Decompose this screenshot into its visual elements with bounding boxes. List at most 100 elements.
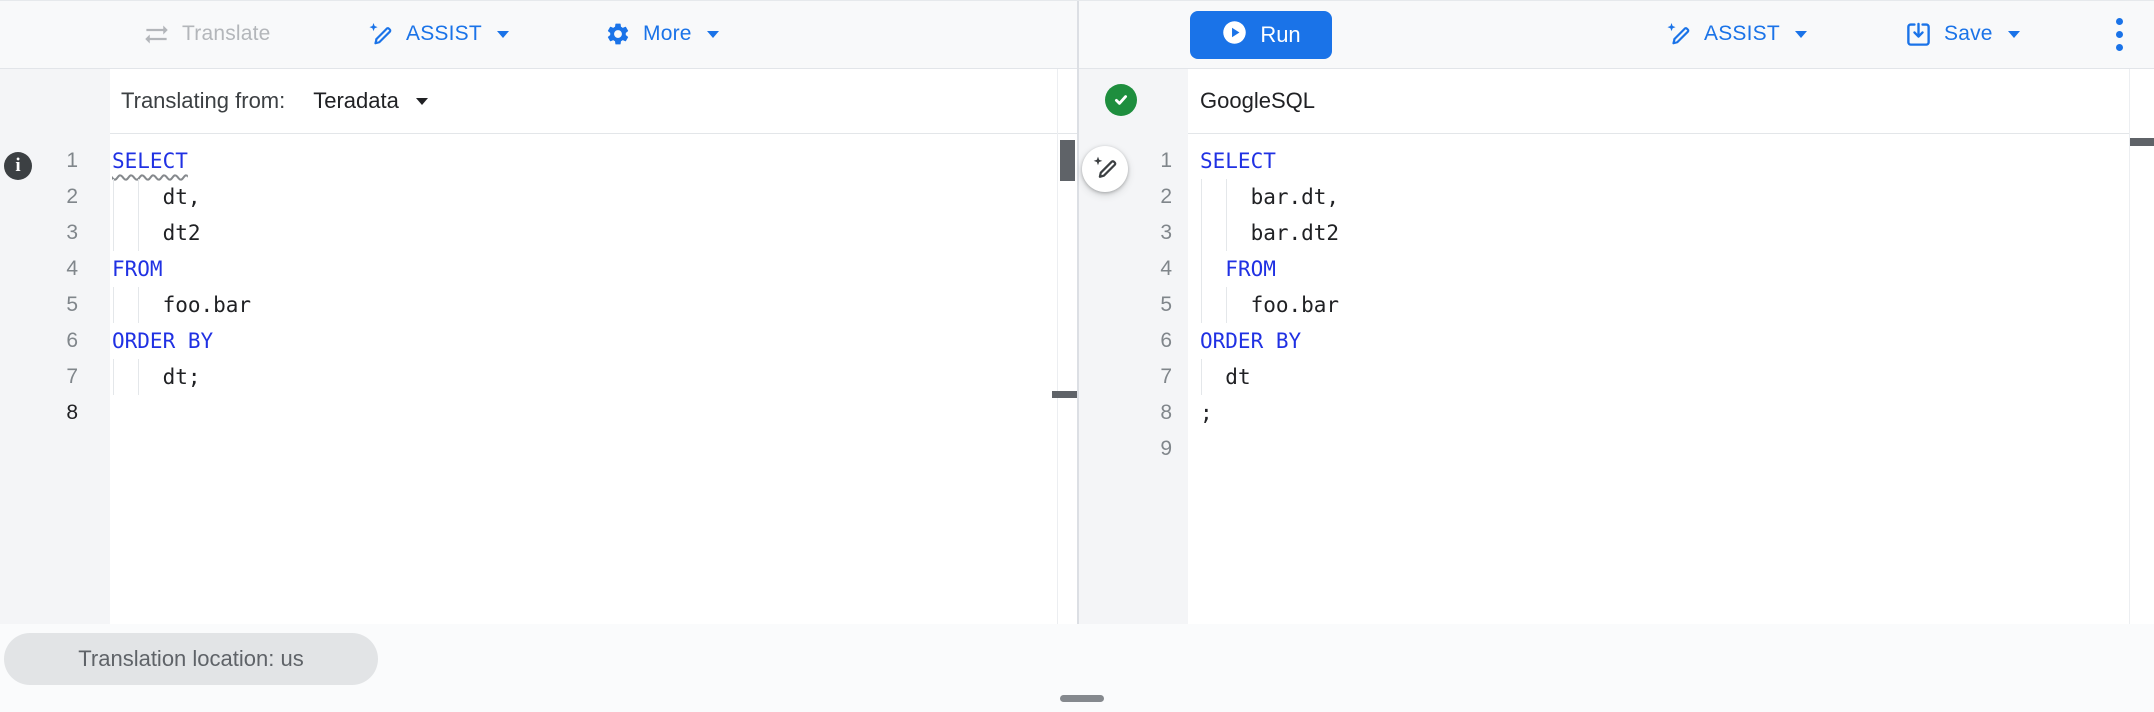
splitter-handle[interactable] [1060, 695, 1104, 702]
target-dialect-label: GoogleSQL [1200, 88, 1315, 113]
sql-text: dt; [162, 365, 201, 389]
sql-text: dt, [162, 185, 201, 209]
sql-keyword: FROM [112, 257, 163, 281]
save-dropdown-label: Save [1944, 22, 1993, 45]
pen-spark-icon [1091, 154, 1119, 185]
code-line-7[interactable]: 7 dt [1077, 359, 2127, 395]
line-number: 4 [1160, 257, 1172, 280]
line-number: 8 [1160, 401, 1172, 424]
code-text: bar.dt, [1188, 179, 1339, 215]
panel-divider[interactable] [1077, 1, 1079, 624]
swap-arrows-icon [143, 21, 170, 48]
sql-text: bar.dt, [1250, 185, 1340, 209]
code-line-7[interactable]: 7 dt; [0, 359, 1052, 395]
left-scrollbar-thumb[interactable] [1060, 140, 1075, 181]
code-text: dt, [110, 179, 201, 215]
more-dropdown[interactable]: More [605, 1, 719, 67]
left-panel-header: Translating from: Teradata [110, 69, 1137, 134]
line-number: 1 [66, 149, 78, 172]
code-line-9[interactable]: 9 [1077, 431, 2127, 467]
code-line-2[interactable]: 2 dt, [0, 179, 1052, 215]
indent-guide [1226, 215, 1227, 251]
indent-guide [138, 215, 139, 251]
assist-dropdown-label: ASSIST [1704, 22, 1780, 45]
run-button-label: Run [1260, 22, 1301, 47]
indent-guide [1201, 287, 1202, 323]
code-line-2[interactable]: 2 bar.dt, [1077, 179, 2127, 215]
footer-area: Translation location: us [0, 624, 2154, 712]
code-line-1[interactable]: 1 SELECT [0, 143, 1052, 179]
code-text: dt; [110, 359, 201, 395]
source-dialect-value: Teradata [313, 88, 399, 113]
code-text: foo.bar [1188, 287, 1339, 323]
code-line-5[interactable]: 5 foo.bar [0, 287, 1052, 323]
right-scrollbar-track [2129, 69, 2130, 624]
code-text: dt2 [110, 215, 201, 251]
line-number: 2 [1160, 185, 1172, 208]
indent-guide [1201, 215, 1202, 251]
indent-guide [1201, 179, 1202, 215]
assist-dropdown-left[interactable]: ASSIST [367, 1, 509, 67]
run-button[interactable]: Run [1190, 11, 1332, 59]
code-text: dt [1188, 359, 1251, 395]
save-dropdown[interactable]: Save [1905, 1, 2020, 67]
right-scrollbar-thumb[interactable] [2130, 138, 2154, 146]
check-circle-icon [1105, 84, 1137, 116]
sql-keyword: ORDER BY [112, 329, 214, 353]
translation-location-badge: Translation location: us [4, 633, 378, 685]
sql-keyword: SELECT [112, 149, 188, 173]
code-text: foo.bar [110, 287, 251, 323]
indent-guide [138, 359, 139, 395]
code-text: ; [1188, 395, 1213, 431]
indent-guide [113, 287, 114, 323]
chevron-down-icon [415, 97, 428, 105]
line-number: 3 [66, 221, 78, 244]
code-line-8[interactable]: 8; [1077, 395, 2127, 431]
line-number: 4 [66, 257, 78, 280]
assist-dropdown-right[interactable]: ASSIST [1665, 1, 1807, 67]
code-text [1188, 431, 1200, 467]
indent-guide [113, 359, 114, 395]
gear-icon [605, 21, 631, 47]
sql-text: foo.bar [1250, 293, 1340, 317]
line-number: 2 [66, 185, 78, 208]
code-line-4[interactable]: 4 FROM [0, 251, 1052, 287]
code-text: FROM [110, 251, 163, 287]
inline-assist-button[interactable] [1082, 146, 1128, 192]
overflow-menu-button[interactable] [2104, 1, 2134, 67]
sql-text: foo.bar [162, 293, 252, 317]
code-text: SELECT [110, 143, 188, 179]
code-line-8[interactable]: 8 [0, 395, 1052, 431]
info-circle-icon[interactable]: i [4, 152, 32, 180]
code-text: bar.dt2 [1188, 215, 1339, 251]
code-line-4[interactable]: 4 FROM [1077, 251, 2127, 287]
line-number: 7 [1160, 365, 1172, 388]
source-dialect-select[interactable]: Teradata [307, 87, 434, 115]
code-text: ORDER BY [110, 323, 213, 359]
left-scrollbar-track [1057, 69, 1058, 624]
code-line-3[interactable]: 3 bar.dt2 [1077, 215, 2127, 251]
assist-dropdown-label: ASSIST [406, 22, 482, 45]
indent-guide [1201, 359, 1202, 395]
chevron-down-icon [2007, 30, 2020, 38]
code-line-5[interactable]: 5 foo.bar [1077, 287, 2127, 323]
indent-guide [1226, 287, 1227, 323]
indent-guide [138, 287, 139, 323]
right-panel-header: GoogleSQL [1188, 69, 2129, 134]
line-number: 6 [66, 329, 78, 352]
sql-text: ; [1200, 401, 1213, 425]
translate-button[interactable]: Translate [143, 1, 271, 67]
chevron-down-icon [496, 30, 509, 38]
code-text: SELECT [1188, 143, 1276, 179]
code-line-3[interactable]: 3 dt2 [0, 215, 1052, 251]
indent-guide [1201, 251, 1202, 287]
pen-spark-icon [1665, 21, 1692, 48]
code-line-6[interactable]: 6 ORDER BY [0, 323, 1052, 359]
sql-text: dt [1225, 365, 1251, 389]
three-dot-vertical-icon [2115, 17, 2123, 25]
